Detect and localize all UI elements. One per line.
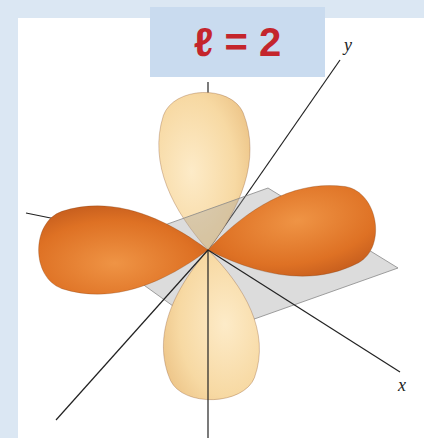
- orbital-lobe: [39, 206, 208, 294]
- orbital-number-label: ℓ = 2: [194, 22, 281, 62]
- orbital-lobe: [160, 248, 261, 401]
- orbital-lobe: [160, 248, 261, 401]
- axis-label: x: [398, 376, 406, 394]
- x-axis: [208, 250, 400, 372]
- label-box: ℓ = 2: [150, 7, 325, 77]
- y-axis: [56, 250, 208, 420]
- axis-label: y: [344, 36, 352, 54]
- z-axis: [207, 250, 208, 438]
